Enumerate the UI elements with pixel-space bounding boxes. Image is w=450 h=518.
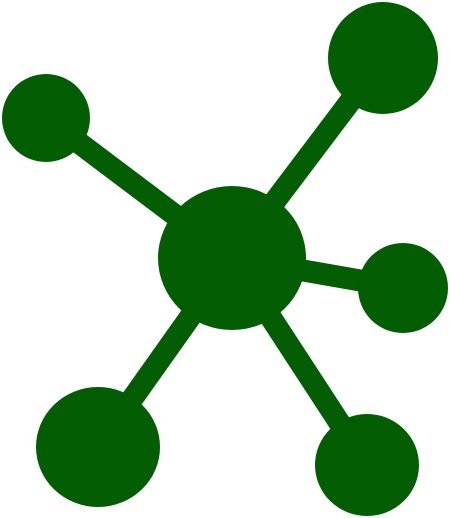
node-bottom-left: [36, 387, 160, 507]
node-right: [358, 243, 448, 333]
node-hub: [158, 186, 306, 330]
node-bottom-right: [315, 414, 419, 516]
node-top-right: [328, 2, 438, 114]
node-top-left: [2, 74, 90, 162]
